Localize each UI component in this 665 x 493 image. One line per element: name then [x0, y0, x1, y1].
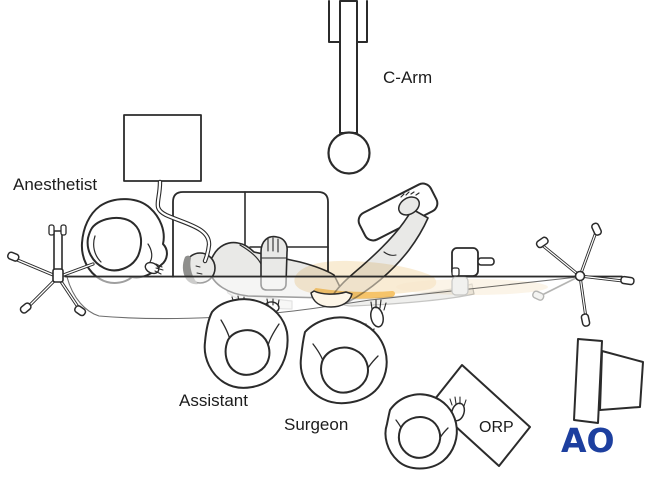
- anesthetist-figure: [80, 198, 168, 284]
- iv-stand-left: [7, 224, 95, 317]
- caster-wheels: [7, 251, 87, 317]
- surgeon-figure: [299, 299, 388, 405]
- surgeon-label: Surgeon: [284, 415, 349, 434]
- anesthesia-machine: [123, 114, 202, 182]
- x-ray-receiver: [327, 131, 371, 175]
- surgeon-head: [320, 346, 369, 394]
- c-arm-label: C-Arm: [383, 68, 433, 87]
- orp-label: ORP: [479, 419, 514, 436]
- equipment-unit: [573, 338, 644, 424]
- anesthetist-label: Anesthetist: [13, 175, 98, 194]
- orp-figure: [384, 393, 467, 470]
- instrument-dish: [310, 290, 353, 308]
- orp-head: [397, 416, 442, 459]
- c-arm: [327, 0, 371, 175]
- ao-logo: AO: [561, 421, 615, 460]
- caster-wheels: [535, 222, 635, 327]
- assistant-label: Assistant: [179, 391, 248, 410]
- assistant-figure: [203, 295, 289, 389]
- assistant-head: [224, 329, 271, 376]
- breathing-tube: [155, 179, 212, 264]
- equipment-stand-right: [532, 222, 635, 327]
- anesthetist-head: [86, 216, 143, 272]
- table-clamp: [451, 247, 495, 296]
- instrument-table: [430, 364, 531, 467]
- patient-foot: [398, 191, 420, 216]
- surgical-site-highlight: [294, 260, 548, 299]
